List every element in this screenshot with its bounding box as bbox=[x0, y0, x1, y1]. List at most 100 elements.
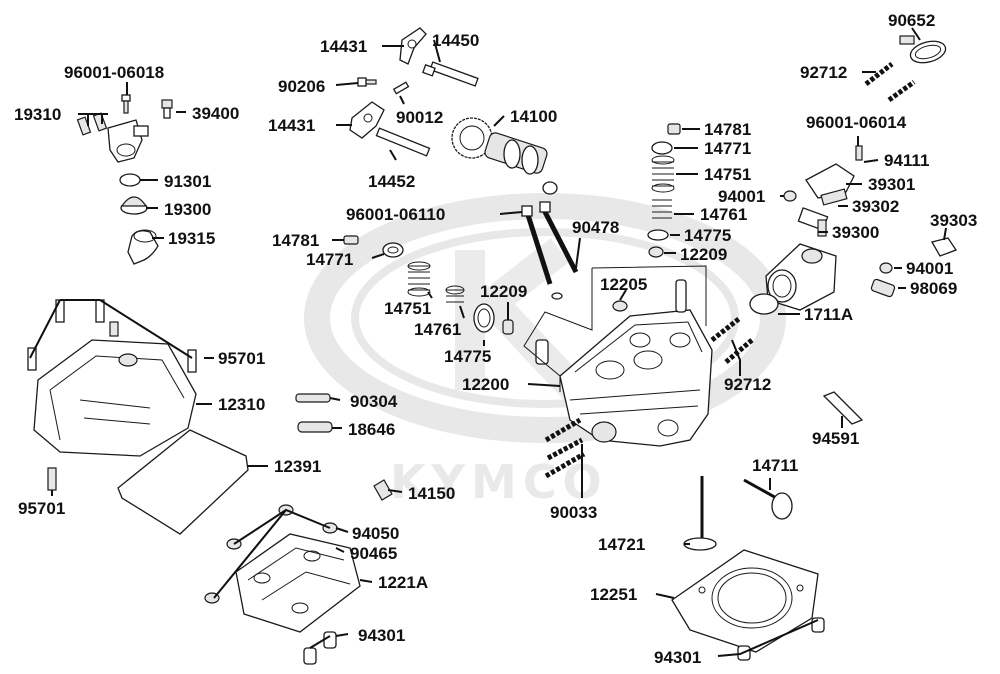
sensor-39400 bbox=[161, 99, 173, 119]
oring-91301 bbox=[119, 173, 141, 187]
label-14781-left: 14781 bbox=[272, 231, 319, 250]
studs-96001-06110 bbox=[521, 201, 579, 285]
pin-90012 bbox=[392, 81, 410, 95]
label-96001-06110: 96001-06110 bbox=[346, 205, 445, 224]
label-90478: 90478 bbox=[572, 218, 619, 237]
label-91301: 91301 bbox=[164, 172, 211, 191]
bolt-90206 bbox=[357, 77, 377, 87]
label-14431-bottom: 14431 bbox=[268, 116, 315, 135]
cover-bolts-95701 bbox=[27, 299, 197, 373]
label-94001-right: 94001 bbox=[906, 259, 953, 278]
label-90304: 90304 bbox=[350, 392, 398, 411]
label-14751-right: 14751 bbox=[704, 165, 751, 184]
valve-14721 bbox=[683, 476, 717, 551]
label-96001-06014: 96001-06014 bbox=[806, 113, 907, 132]
gasket-94591 bbox=[822, 391, 864, 425]
label-18646: 18646 bbox=[348, 420, 395, 439]
label-12209-right: 12209 bbox=[680, 245, 727, 264]
clamp-90652 bbox=[899, 35, 947, 64]
sensor-98069 bbox=[870, 278, 896, 298]
label-95701-top: 95701 bbox=[218, 349, 265, 368]
rocker-shaft-14450 bbox=[422, 61, 479, 87]
label-1711A: 1711A bbox=[804, 305, 853, 324]
studs-92712-top bbox=[864, 62, 916, 103]
cylinder-head-12200 bbox=[559, 309, 713, 447]
label-95701-bottom: 95701 bbox=[18, 499, 65, 518]
spring-14761-left bbox=[445, 285, 465, 303]
part-labels: 90652 92712 96001-06018 14431 14450 9020… bbox=[14, 11, 977, 667]
label-94001-top: 94001 bbox=[718, 187, 765, 206]
hose-90304 bbox=[295, 393, 331, 403]
washer-90478 bbox=[551, 292, 563, 300]
retainer-14771-right bbox=[651, 141, 673, 155]
label-39400: 39400 bbox=[192, 104, 239, 123]
label-92712-top: 92712 bbox=[800, 63, 847, 82]
label-12209-left: 12209 bbox=[480, 282, 527, 301]
spring-14751-right bbox=[651, 155, 675, 193]
label-39302: 39302 bbox=[852, 197, 899, 216]
bracket-18646 bbox=[297, 421, 333, 433]
clip-39302 bbox=[820, 188, 848, 206]
throttle-body bbox=[765, 243, 837, 311]
valve-14711 bbox=[743, 478, 793, 520]
label-14721: 14721 bbox=[598, 535, 645, 554]
label-90033: 90033 bbox=[550, 503, 597, 522]
label-12391: 12391 bbox=[274, 457, 321, 476]
studs-90033 bbox=[544, 417, 586, 479]
spring-14751-left bbox=[407, 261, 431, 297]
rocker-arm-14431-top bbox=[399, 27, 427, 65]
leader-lines bbox=[29, 27, 947, 657]
label-14761-left: 14761 bbox=[414, 320, 461, 339]
label-19310: 19310 bbox=[14, 105, 61, 124]
nut-94001-right bbox=[879, 262, 893, 274]
label-14771-left: 14771 bbox=[306, 250, 353, 269]
label-19315: 19315 bbox=[168, 229, 215, 248]
camshaft-14100 bbox=[451, 117, 558, 195]
retainer-14771-left bbox=[382, 242, 404, 258]
holder-1221A bbox=[235, 533, 361, 633]
spring-14761-right bbox=[652, 199, 672, 219]
label-14452: 14452 bbox=[368, 172, 415, 191]
label-14450: 14450 bbox=[432, 31, 479, 50]
label-90465: 90465 bbox=[350, 544, 397, 563]
label-94301-right: 94301 bbox=[654, 648, 701, 667]
label-94301-left: 94301 bbox=[358, 626, 405, 645]
label-14431-top: 14431 bbox=[320, 37, 367, 56]
label-14775-left: 14775 bbox=[444, 347, 491, 366]
label-94050: 94050 bbox=[352, 524, 399, 543]
label-39300: 39300 bbox=[832, 223, 879, 242]
seat-14775-left bbox=[473, 303, 495, 333]
seal-12209-left bbox=[502, 319, 514, 335]
dowels-94301-left bbox=[303, 631, 337, 665]
label-90206: 90206 bbox=[278, 77, 325, 96]
label-19300: 19300 bbox=[164, 200, 211, 219]
seal-12209-right bbox=[648, 246, 664, 258]
label-39303: 39303 bbox=[930, 211, 977, 230]
oring-1711A bbox=[749, 293, 779, 315]
gasket-12391 bbox=[117, 429, 249, 535]
bolt-96001-06018 bbox=[121, 94, 131, 114]
watermark-text: KYMCO bbox=[390, 455, 608, 509]
label-14751-left: 14751 bbox=[384, 299, 431, 318]
tensioner-14150 bbox=[373, 479, 393, 501]
label-12200: 12200 bbox=[462, 375, 509, 394]
label-14100: 14100 bbox=[510, 107, 557, 126]
valve-keeper-14781-left bbox=[343, 235, 359, 245]
label-90012: 90012 bbox=[396, 108, 443, 127]
label-14150: 14150 bbox=[408, 484, 455, 503]
seat-14775-right bbox=[647, 229, 669, 241]
label-14771-right: 14771 bbox=[704, 139, 751, 158]
head-group-outline bbox=[523, 265, 707, 392]
label-14711: 14711 bbox=[752, 456, 798, 475]
gasket-39303 bbox=[931, 237, 957, 257]
bolt-96001-06014 bbox=[855, 145, 863, 161]
elbow-19315 bbox=[127, 229, 159, 265]
label-1221A: 1221A bbox=[378, 573, 428, 592]
label-12251: 12251 bbox=[590, 585, 637, 604]
label-14781-right: 14781 bbox=[704, 120, 751, 139]
cylinder-gasket-12251 bbox=[671, 549, 819, 653]
thermostat-housing-19310 bbox=[76, 112, 149, 163]
label-94591: 94591 bbox=[812, 429, 859, 448]
injector-39300 bbox=[797, 207, 829, 237]
